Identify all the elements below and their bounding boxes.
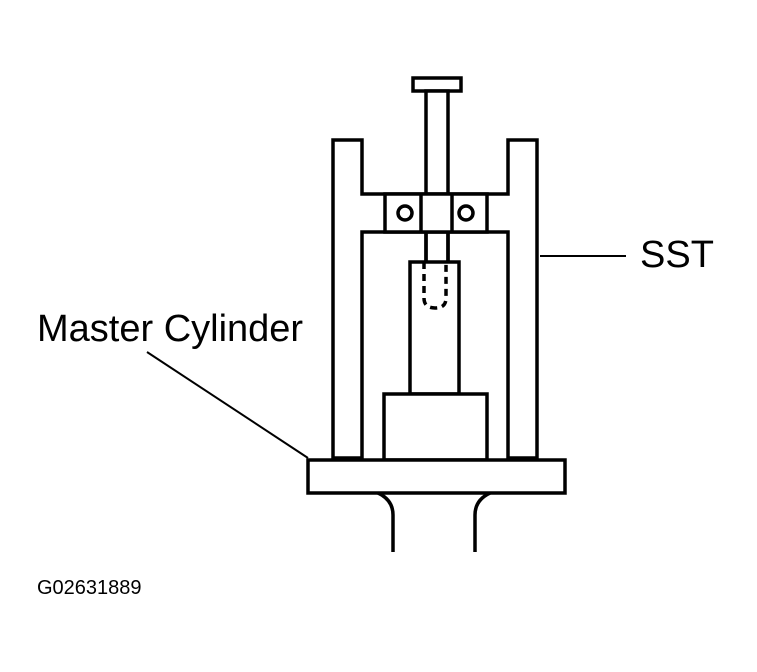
clamp-block	[383, 192, 489, 234]
master-cylinder-leader-line	[146, 351, 309, 459]
pushrod	[408, 260, 461, 396]
master-cylinder-body-left	[377, 491, 395, 552]
hidden-bolt-end	[422, 262, 448, 310]
sst-label: SST	[640, 234, 714, 276]
figure-code: G02631889	[37, 577, 142, 599]
bolt-hole-circle	[396, 204, 414, 222]
master-cylinder-body-right	[473, 491, 491, 552]
bolt-head	[411, 76, 463, 93]
bolt-shaft	[424, 89, 450, 198]
bolt-hole-circle	[457, 204, 475, 222]
piston-block	[382, 392, 489, 462]
master-cylinder-label: Master Cylinder	[37, 308, 304, 350]
master-cylinder-flange	[306, 458, 567, 495]
